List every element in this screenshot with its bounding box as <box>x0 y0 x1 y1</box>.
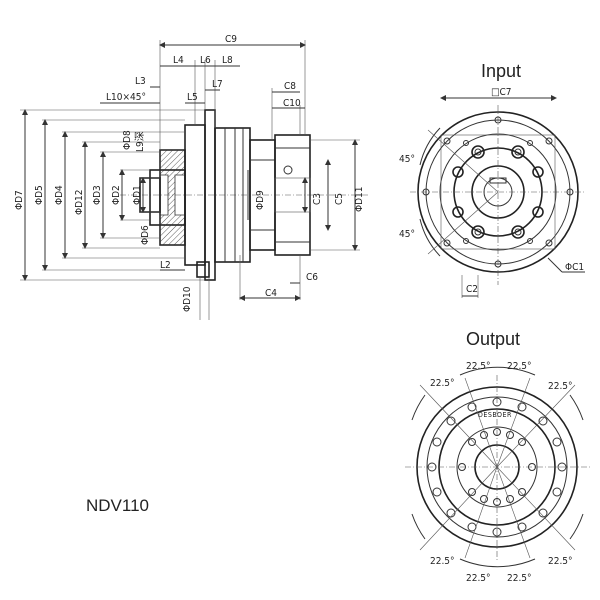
input-view: Input □C7 <box>399 61 585 298</box>
square-c7-label: □C7 <box>491 87 512 98</box>
dim-d6: ΦD6 <box>140 225 151 245</box>
angle-label-2: 22.5° <box>507 361 532 372</box>
dim-c3: C3 <box>312 193 323 205</box>
dim-l6: L6 <box>200 55 211 66</box>
dim-l8: L8 <box>222 55 233 66</box>
dim-l7: L7 <box>212 79 223 90</box>
dim-c5: C5 <box>334 193 345 205</box>
dim-d11: ΦD11 <box>354 187 365 212</box>
side-view: C9 L4 L6 L8 L3 L10×45° L5 L7 C8 C10 ΦD7 … <box>14 34 370 320</box>
output-title: Output <box>466 329 520 349</box>
dim-l9: L9深 <box>134 131 146 152</box>
input-bolt-holes <box>422 116 574 268</box>
angle-label-4: 22.5° <box>548 381 573 392</box>
c2-label: C2 <box>466 284 478 295</box>
dim-d9: ΦD9 <box>255 190 266 210</box>
angle-45-bottom: 45° <box>399 229 415 240</box>
input-title: Input <box>481 61 521 81</box>
angle-45-top: 45° <box>399 154 415 165</box>
angle-label-8: 22.5° <box>507 573 532 584</box>
dim-c10: C10 <box>283 98 301 109</box>
c1-label: ΦC1 <box>565 262 584 273</box>
angle-label-3: 22.5° <box>430 378 455 389</box>
dim-l5: L5 <box>187 92 198 103</box>
dim-l4: L4 <box>173 55 184 66</box>
dim-d2: ΦD2 <box>111 185 122 205</box>
dim-d3: ΦD3 <box>92 185 103 205</box>
dim-d12: ΦD12 <box>74 190 85 215</box>
angle-label-1: 22.5° <box>466 361 491 372</box>
dim-d7: ΦD7 <box>14 190 25 210</box>
dim-d4: ΦD4 <box>54 185 65 205</box>
dim-c8: C8 <box>284 81 296 92</box>
dim-d8: ΦD8 <box>122 130 133 150</box>
dim-d10: ΦD10 <box>182 286 193 312</box>
dim-c4: C4 <box>265 288 277 299</box>
dim-c6: C6 <box>306 272 318 283</box>
dim-l2: L2 <box>160 260 171 271</box>
angle-label-7: 22.5° <box>466 573 491 584</box>
model-name: NDV110 <box>86 496 149 515</box>
dim-l10: L10×45° <box>106 92 146 103</box>
dim-d1: ΦD1 <box>132 185 143 205</box>
angle-label-5: 22.5° <box>430 556 455 567</box>
dim-c9: C9 <box>225 34 237 45</box>
output-view: Output <box>405 329 590 584</box>
angle-label-6: 22.5° <box>548 556 573 567</box>
dim-l3: L3 <box>135 76 146 87</box>
dim-d5: ΦD5 <box>34 185 45 205</box>
brand-text: DESBOER <box>478 411 512 419</box>
